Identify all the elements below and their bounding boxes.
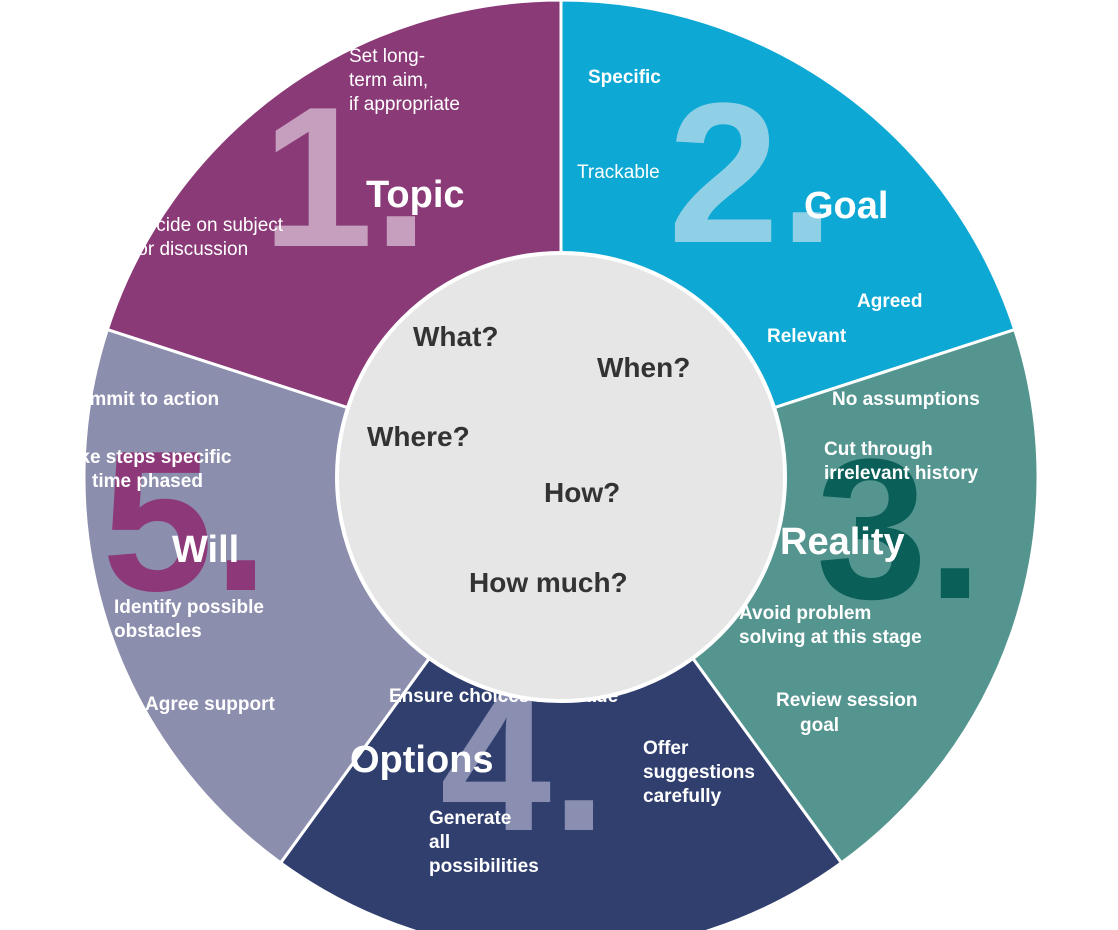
goal-note: Trackable — [577, 162, 660, 183]
options-segment — [278, 474, 844, 930]
will-note-line: Commit to action — [64, 389, 219, 410]
topic-title: Topic — [366, 174, 465, 216]
question-when: When? — [597, 352, 690, 383]
topic-note-line: for discussion — [132, 239, 248, 260]
center-circle — [335, 251, 787, 703]
question-where: Where? — [367, 421, 470, 452]
will-note-line: Make steps specific — [53, 447, 232, 468]
will-number: 5. — [102, 410, 269, 633]
options-note-line: all — [429, 832, 450, 853]
reality-note-line: Avoid problem — [739, 603, 871, 624]
reality-note-line: solving at this stage — [739, 627, 922, 648]
reality-note-line: No assumptions — [832, 389, 980, 410]
options-note-line: possibilities — [429, 856, 539, 877]
will-note-line: and time phased — [53, 471, 203, 492]
question-how-much: How much? — [469, 567, 628, 598]
topic-number: 1. — [262, 66, 429, 289]
topic-note-line: if appropriate — [349, 94, 460, 115]
will-note-line: obstacles — [114, 621, 202, 642]
will-note-line: Identify possible — [114, 597, 264, 618]
options-note-line: carefully — [643, 786, 722, 807]
options-note-line: suggestions — [643, 762, 755, 783]
reality-note-line: Cut through — [824, 439, 933, 460]
reality-note-line: irrelevant history — [824, 463, 979, 484]
question-what: What? — [413, 321, 499, 352]
reality-number: 3. — [816, 418, 983, 641]
options-note-line: Offer — [643, 738, 689, 759]
will-note-line: Agree support — [145, 694, 276, 715]
will-title: Will — [172, 529, 239, 571]
goal-note: Relevant — [767, 326, 847, 347]
reality-note-line: goal — [800, 715, 839, 736]
goal-title: Goal — [804, 185, 888, 227]
goal-number: 2. — [668, 62, 835, 285]
goal-note: Agreed — [857, 291, 922, 312]
question-how: How? — [544, 477, 620, 508]
goal-note: Specific — [588, 67, 661, 88]
reality-title: Reality — [780, 521, 905, 563]
reality-note-line: Review session — [776, 690, 918, 711]
options-note-line: Generate — [429, 808, 511, 829]
options-title: Options — [350, 739, 494, 781]
topic-note-line: Set long- — [349, 46, 425, 67]
topic-note-line: Decide on subject — [132, 215, 284, 236]
topic-note-line: term aim, — [349, 70, 428, 91]
